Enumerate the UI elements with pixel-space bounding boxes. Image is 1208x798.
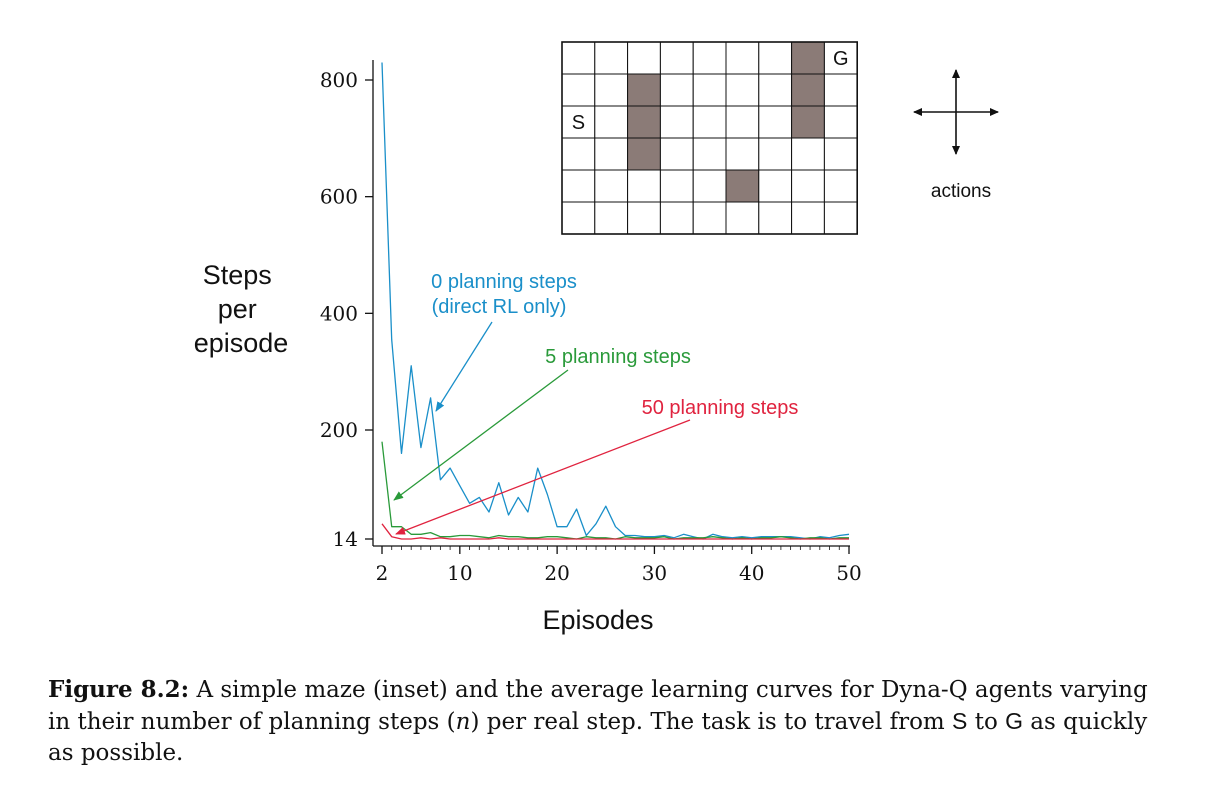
maze-cell — [692, 169, 727, 203]
maze-cell — [692, 201, 727, 235]
x-tick-label-20: 20 — [544, 561, 569, 585]
maze-cell — [594, 41, 629, 75]
figure-caption: Figure 8.2: A simple maze (inset) and th… — [48, 674, 1158, 769]
maze-inset: SG — [561, 41, 859, 235]
caption-text-4: as quickly as possible. — [48, 709, 1148, 766]
maze-cell — [725, 201, 760, 235]
series-line-2 — [381, 523, 849, 540]
y-tick-label-14: 14 — [333, 527, 358, 551]
maze-cell — [758, 201, 793, 235]
y-axis-label: Steps per episode — [194, 260, 289, 358]
maze-cell — [561, 137, 596, 171]
maze-cell — [659, 169, 694, 203]
caption-text-1: A simple maze (inset) and the average le… — [48, 677, 1148, 735]
caption-figure-label: Figure 8.2: — [48, 676, 190, 703]
x-tick-label-50: 50 — [836, 561, 861, 585]
x-tick-label-2: 2 — [376, 561, 389, 585]
maze-cell — [758, 105, 793, 139]
maze-cell — [561, 169, 596, 203]
maze-cell — [561, 73, 596, 107]
actions-icon — [913, 69, 999, 155]
maze-cell — [791, 201, 825, 235]
maze-wall-cell — [725, 169, 760, 203]
maze-cell — [791, 137, 825, 171]
maze-cell — [594, 105, 629, 139]
maze-cell — [627, 41, 661, 75]
x-tick-label-40: 40 — [739, 561, 764, 585]
maze-cell — [791, 169, 825, 203]
maze-wall-cell — [627, 137, 661, 171]
maze-cell — [594, 201, 629, 235]
x-tick-label-30: 30 — [642, 561, 667, 585]
y-axis-label-line-3: episode — [194, 328, 289, 358]
maze-cell — [594, 73, 629, 107]
maze-cell — [758, 169, 793, 203]
maze-cell — [659, 73, 694, 107]
caption-text-2: ) per real step. The task is to travel f… — [470, 709, 953, 735]
maze-cell — [725, 105, 760, 139]
annotation-0-planning-sub: (direct RL only) — [432, 296, 567, 318]
y-ticks: 14 200 400 600 800 — [320, 68, 373, 551]
maze-cell — [725, 137, 760, 171]
caption-text-3: to — [967, 709, 1006, 735]
y-tick-label-800: 800 — [320, 68, 358, 92]
maze-cell — [627, 169, 661, 203]
maze-start-label: S — [572, 112, 585, 134]
maze-goal-label: G — [833, 48, 849, 70]
arrow-0-planning — [435, 321, 493, 412]
maze-cell — [659, 201, 694, 235]
y-axis-label-line-2: per — [218, 294, 257, 324]
maze-cell — [692, 41, 727, 75]
maze-cell — [594, 137, 629, 171]
x-axis-label: Episodes — [542, 605, 653, 635]
maze-cell — [725, 41, 760, 75]
maze-cell — [823, 73, 858, 107]
maze-cell — [823, 201, 858, 235]
series-line-0 — [381, 62, 850, 540]
y-axis-label-line-1: Steps — [203, 260, 272, 290]
maze-wall-cell — [627, 105, 661, 139]
maze-cell — [823, 169, 858, 203]
maze-wall-cell — [791, 73, 825, 107]
y-tick-label-400: 400 — [320, 301, 358, 325]
y-tick-label-200: 200 — [320, 418, 358, 442]
maze-wall-cell — [627, 73, 661, 107]
maze-border — [561, 41, 859, 235]
actions-label: actions — [931, 181, 991, 202]
maze-cell — [823, 105, 858, 139]
maze-cell — [823, 137, 858, 171]
maze-cell — [627, 201, 661, 235]
maze-cell — [692, 137, 727, 171]
maze-cell — [561, 201, 596, 235]
maze-cell — [758, 41, 793, 75]
x-tick-label-10: 10 — [447, 561, 472, 585]
arrow-5-planning — [393, 369, 569, 501]
maze-cell — [659, 41, 694, 75]
caption-s-symbol: S — [952, 708, 968, 734]
caption-g-symbol: G — [1005, 708, 1023, 734]
maze-cell — [758, 73, 793, 107]
arrow-50-planning — [395, 419, 691, 535]
maze-cell — [725, 73, 760, 107]
annotation-0-planning: 0 planning steps — [431, 271, 577, 293]
maze-wall-cell — [791, 105, 825, 139]
maze-cell — [561, 41, 596, 75]
y-tick-label-600: 600 — [320, 185, 358, 209]
series-layer — [381, 62, 850, 540]
annotation-5-planning: 5 planning steps — [545, 346, 691, 368]
caption-italic-n: n — [455, 709, 471, 735]
annotation-50-planning: 50 planning steps — [642, 397, 799, 419]
maze-cell — [758, 137, 793, 171]
maze-cell — [692, 105, 727, 139]
maze-wall-cell — [791, 41, 825, 75]
maze-cell — [659, 137, 694, 171]
maze-cell — [659, 105, 694, 139]
x-ticks: 2 10 20 30 40 50 — [376, 546, 862, 585]
maze-cell — [692, 73, 727, 107]
maze-cell — [594, 169, 629, 203]
